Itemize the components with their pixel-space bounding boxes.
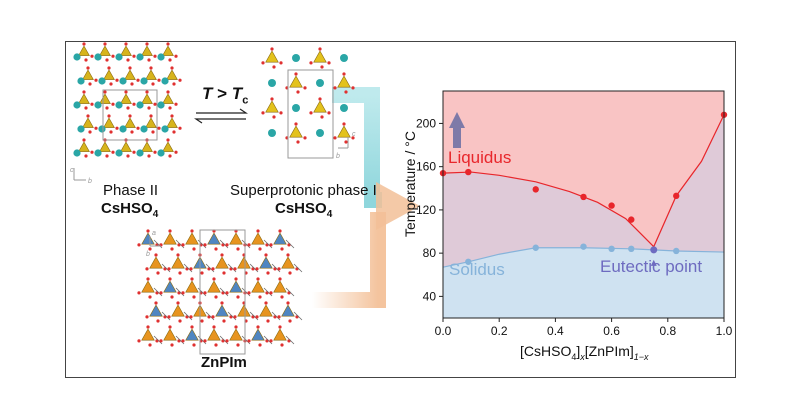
liquidus-label: Liquidus — [448, 148, 512, 167]
znpim-label: ZnPIm — [201, 354, 247, 371]
liquidus-point-3 — [580, 193, 587, 201]
liquidus-point-1 — [465, 168, 472, 176]
y-axis-label: Temperature / °C — [402, 131, 418, 237]
solidus-point-0 — [465, 258, 472, 265]
y-tick-label-0: 40 — [423, 289, 437, 303]
axis-letter-b: b — [88, 178, 92, 185]
x-tick-label-0: 0.0 — [435, 324, 452, 338]
phase2-caption: Phase II — [103, 182, 159, 199]
temperature-arrow — [453, 128, 461, 148]
solidus-point-2 — [580, 243, 587, 250]
liquidus-point-2 — [532, 186, 539, 193]
phase2-formula: CsHSO4 — [101, 200, 159, 220]
solidus-point-6 — [673, 247, 680, 255]
transition-label: T > Tc — [202, 84, 249, 107]
equilibrium-arrows — [194, 108, 248, 124]
y-tick-label-2: 120 — [416, 203, 436, 217]
eutectic-marker — [650, 259, 657, 266]
plot-frame — [442, 90, 725, 319]
eutectic-label: Eutectic point — [600, 257, 703, 276]
phase1-structure-image — [261, 47, 355, 144]
temperature-arrow-head — [449, 112, 465, 128]
x-tick-label-5: 1.0 — [716, 324, 733, 338]
two-phase-region — [443, 114, 724, 268]
axis-letter-c: c — [70, 167, 74, 174]
axis-letter-c2: c — [352, 131, 356, 138]
solidus-point-3 — [608, 245, 615, 253]
liquidus-curve — [442, 114, 725, 248]
eutectic-point — [650, 246, 658, 254]
znpim-structure-image — [137, 229, 303, 347]
solidus-point-4 — [628, 245, 635, 253]
solidus-label: Solidus — [449, 260, 505, 279]
phase2-structure-image — [73, 42, 182, 158]
axis-letter-a: a — [152, 230, 156, 237]
liquidus-point-4 — [608, 202, 615, 209]
y-tick-label-3: 160 — [416, 160, 436, 174]
liquidus-point-5 — [628, 216, 635, 223]
flow-arrow-head — [376, 182, 420, 230]
x-tick-label-4: 0.8 — [659, 324, 676, 338]
axis-letter-b2: b — [336, 153, 340, 160]
axis-letter-b3: b — [146, 251, 150, 258]
figure-frame — [65, 41, 736, 378]
y-tick-label-1: 80 — [423, 246, 437, 260]
phase1-caption: Superprotonic phase I — [230, 182, 377, 199]
solidus-point-1 — [532, 244, 539, 251]
liquidus-point-6 — [673, 192, 680, 200]
x-tick-label-3: 0.6 — [603, 324, 620, 338]
y-tick-label-4: 200 — [416, 116, 436, 130]
x-tick-label-1: 0.2 — [491, 324, 508, 338]
flow-arrow-orange — [312, 212, 386, 308]
x-axis-label: [CsHSO4]x[ZnPIm]1−x — [520, 343, 649, 362]
x-tick-label-2: 0.4 — [547, 324, 564, 338]
phase1-formula: CsHSO4 — [275, 200, 333, 220]
